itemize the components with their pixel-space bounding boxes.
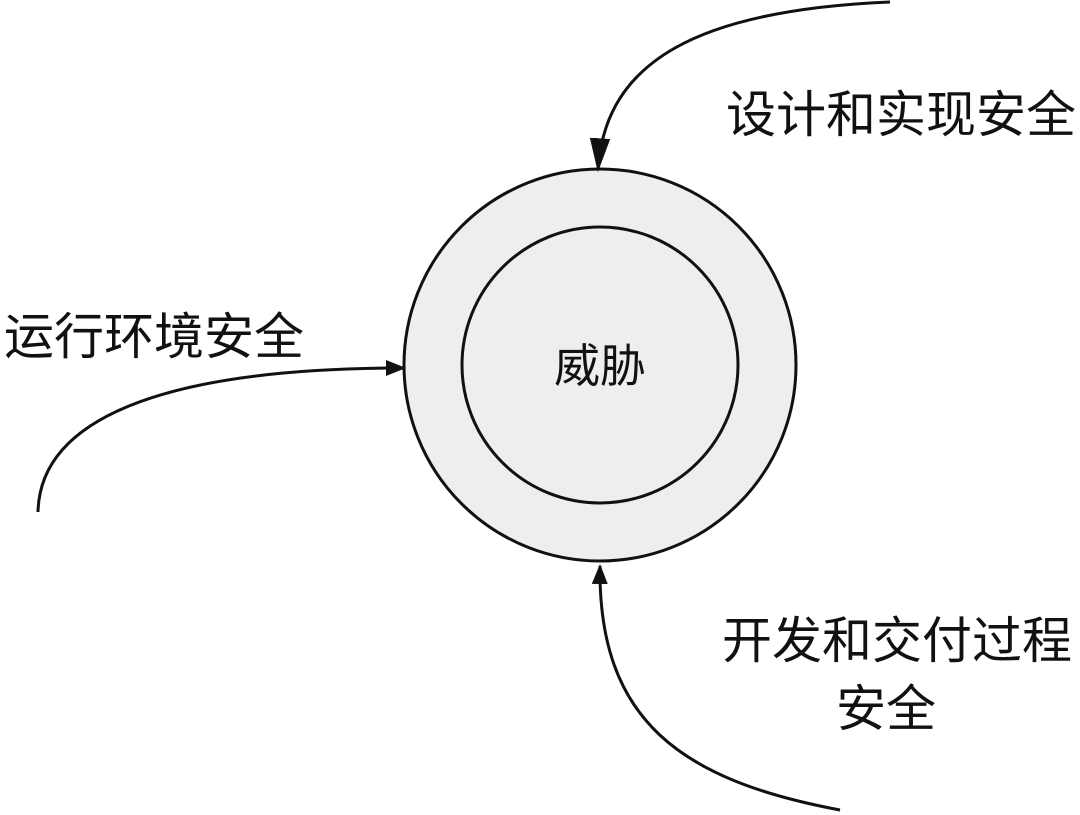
arrow-dev-delivery xyxy=(591,564,841,812)
arrow-runtime-env xyxy=(36,360,406,513)
arrow-design-impl xyxy=(589,0,891,173)
inner-circle xyxy=(460,225,740,505)
label-dev-delivery-line2: 安全 xyxy=(836,680,936,738)
label-design-impl: 设计和实现安全 xyxy=(726,86,1076,144)
label-runtime-env: 运行环境安全 xyxy=(4,308,304,366)
center-label: 威胁 xyxy=(554,339,646,393)
label-dev-delivery-line1: 开发和交付过程 xyxy=(722,612,1072,670)
